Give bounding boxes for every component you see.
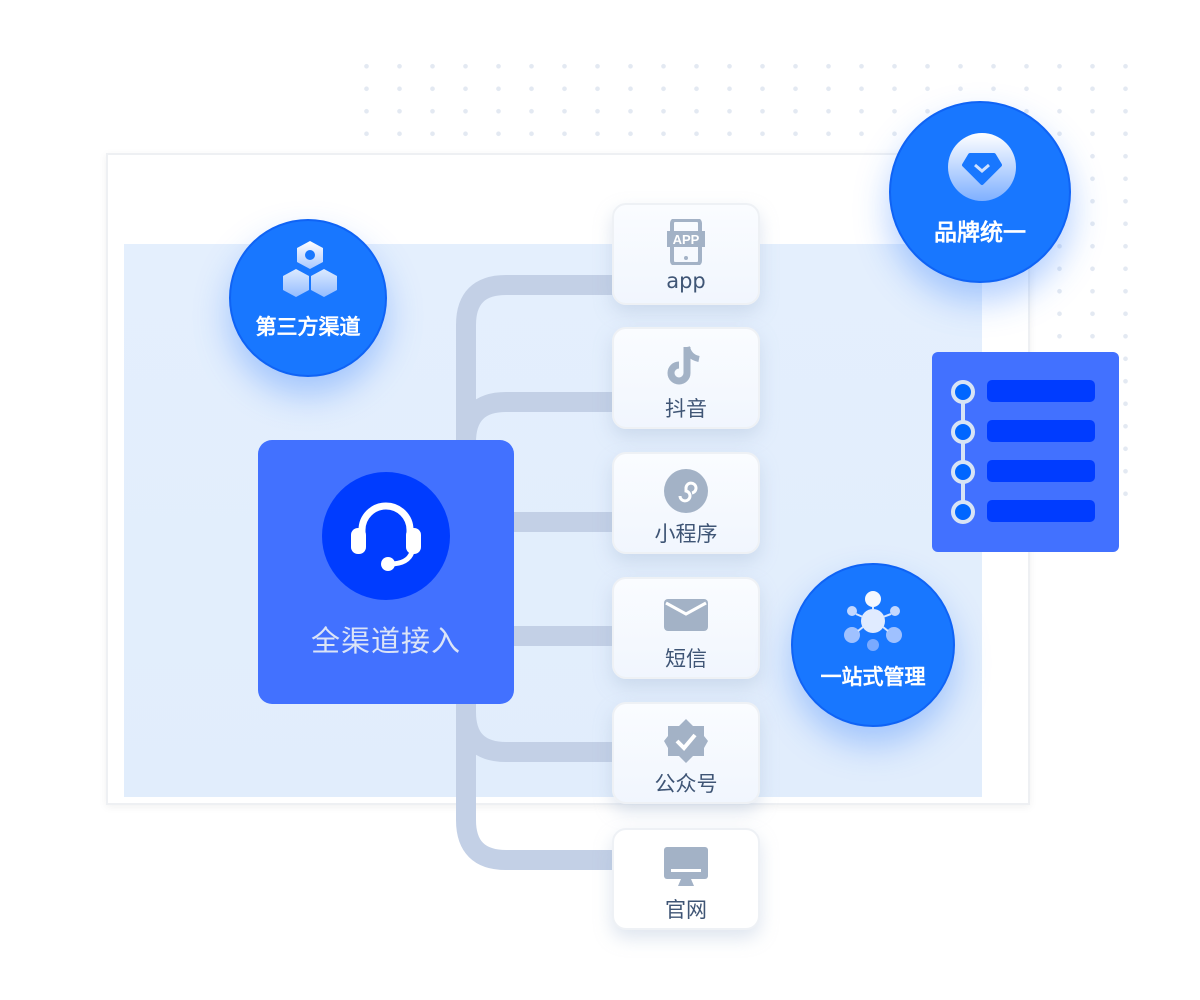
monitor-icon: [663, 844, 709, 890]
hexagons-icon: [278, 239, 342, 307]
feature-one-stop-management: 一站式管理: [791, 563, 955, 727]
channel-label: app: [666, 269, 706, 293]
omnichannel-hub: 全渠道接入: [258, 440, 514, 704]
list-bar: [987, 420, 1095, 442]
channel-label: 抖音: [665, 397, 707, 421]
timeline-line: [961, 392, 965, 512]
channel-card-website[interactable]: 官网: [612, 828, 760, 930]
svg-text:APP: APP: [673, 232, 700, 247]
feature-label: 第三方渠道: [255, 315, 361, 339]
channel-label: 公众号: [654, 772, 718, 796]
channel-label: 短信: [665, 647, 707, 671]
feature-third-party: 第三方渠道: [229, 219, 387, 377]
mini-program-icon: [663, 468, 709, 514]
network-icon: [840, 589, 906, 655]
feature-label: 品牌统一: [934, 220, 1026, 246]
channel-card-sms[interactable]: 短信: [612, 577, 760, 679]
channel-label: 官网: [665, 898, 707, 922]
channel-card-douyin[interactable]: 抖音: [612, 327, 760, 429]
headset-icon: [322, 472, 450, 600]
timeline-node: [951, 380, 975, 404]
timeline-node: [951, 420, 975, 444]
verified-badge-icon: [663, 718, 709, 764]
channel-card-official-account[interactable]: 公众号: [612, 702, 760, 804]
list-bar: [987, 460, 1095, 482]
hub-label: 全渠道接入: [310, 624, 461, 658]
channel-label: 小程序: [654, 522, 718, 546]
list-card-illustration: [932, 352, 1119, 552]
app-phone-icon: APP: [663, 218, 709, 266]
connector-douyin: [456, 392, 612, 443]
channel-card-miniprogram[interactable]: 小程序: [612, 452, 760, 554]
channel-card-app[interactable]: APP app: [612, 203, 760, 305]
tiktok-icon: [663, 343, 709, 389]
list-bar: [987, 380, 1095, 402]
feature-brand-unity: 品牌统一: [889, 101, 1071, 283]
timeline-node: [951, 460, 975, 484]
connector-official: [456, 711, 612, 762]
brand-diamond-icon: [948, 133, 1016, 205]
list-bar: [987, 500, 1095, 522]
feature-label: 一站式管理: [820, 665, 926, 689]
envelope-icon: [663, 593, 709, 639]
timeline-node: [951, 500, 975, 524]
